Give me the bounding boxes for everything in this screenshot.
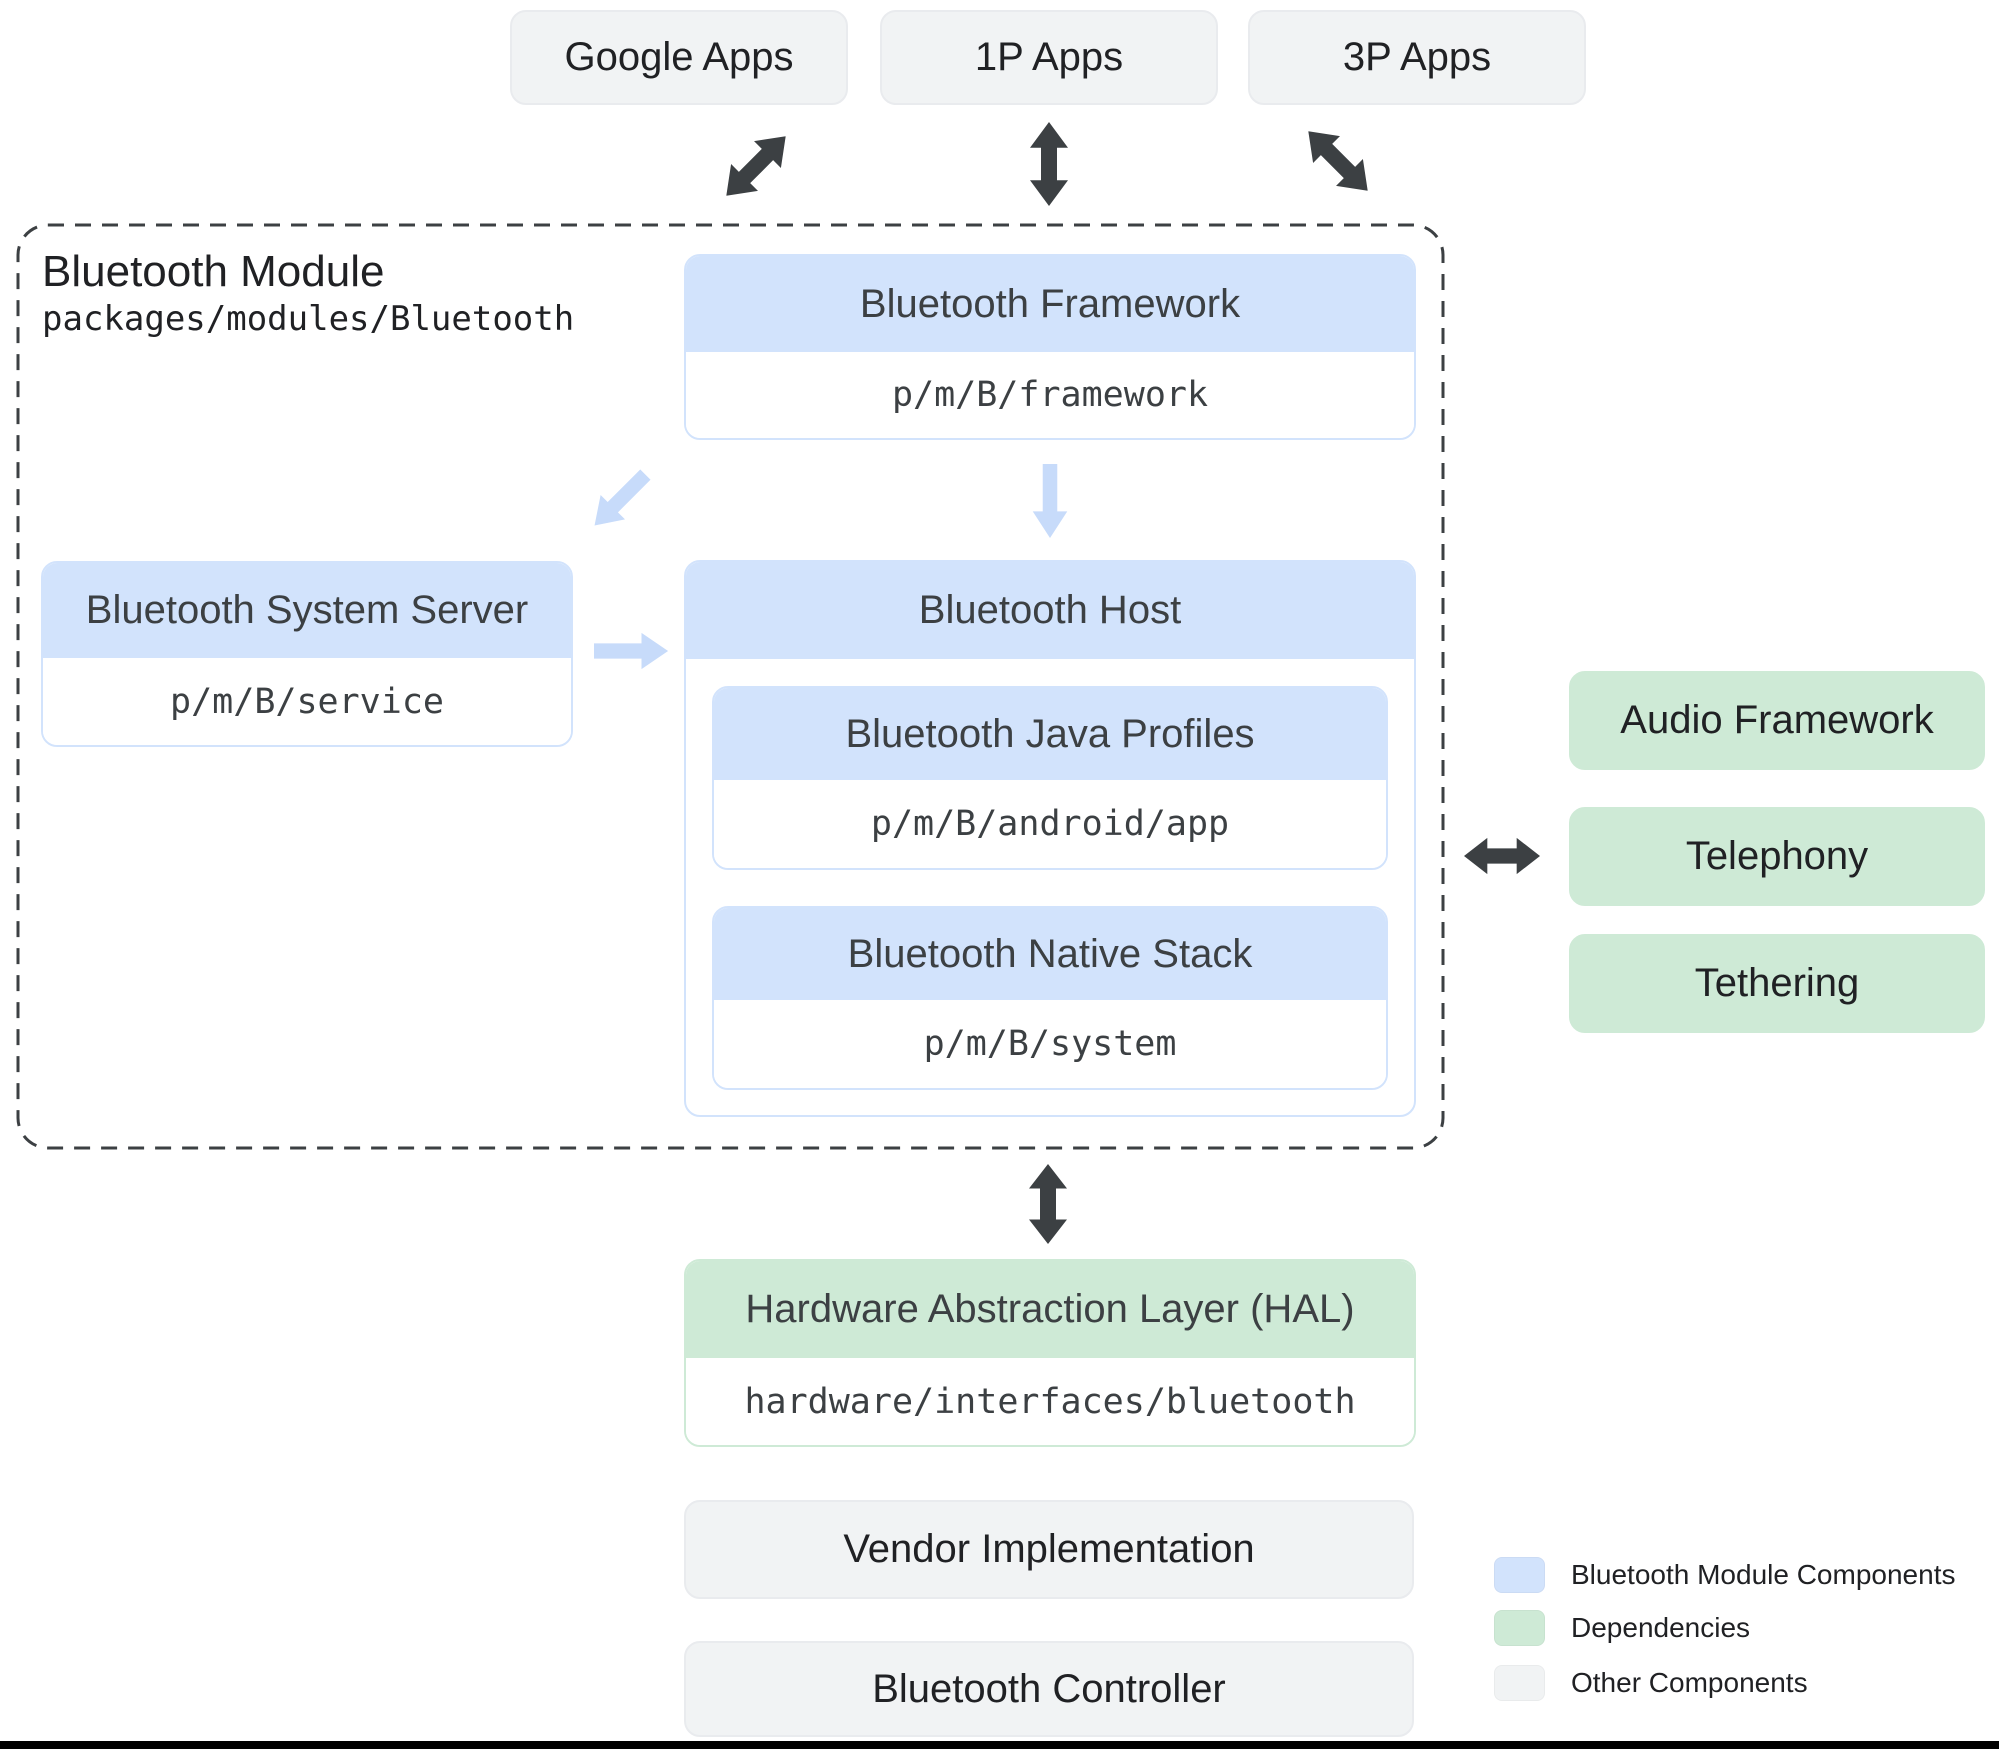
telephony-label: Telephony — [1685, 834, 1869, 878]
3p-apps-label: 3P Apps — [1342, 35, 1492, 79]
1p-apps-label: 1P Apps — [974, 35, 1124, 79]
telephony-box: Telephony — [1569, 807, 1985, 906]
system-server-to-host-arrow-icon — [594, 630, 670, 672]
legend-row-other-components: Other Components — [1494, 1665, 1808, 1701]
legend-label-other-components: Other Components — [1571, 1667, 1808, 1698]
bluetooth-system-server-title: Bluetooth System Server — [43, 563, 571, 658]
bluetooth-java-profiles-title: Bluetooth Java Profiles — [714, 688, 1386, 780]
module-dependencies-double-arrow-icon — [1464, 835, 1540, 877]
hal-path: hardware/interfaces/bluetooth — [686, 1358, 1414, 1445]
bluetooth-host-title: Bluetooth Host — [686, 562, 1414, 659]
framework-to-system-server-arrow-icon — [580, 460, 659, 539]
bluetooth-system-server-path: p/m/B/service — [43, 658, 571, 745]
bluetooth-framework-title: Bluetooth Framework — [686, 256, 1414, 352]
hal-title: Hardware Abstraction Layer (HAL) — [686, 1261, 1414, 1358]
bluetooth-controller-box: Bluetooth Controller — [684, 1641, 1414, 1737]
google-apps-box: Google Apps — [510, 10, 848, 105]
bottom-screen-edge — [0, 1741, 1999, 1749]
bluetooth-framework-box: Bluetooth Framework p/m/B/framework — [684, 254, 1416, 440]
tethering-label: Tethering — [1694, 961, 1860, 1005]
legend-label-dependencies: Dependencies — [1571, 1612, 1751, 1643]
module-path: packages/modules/Bluetooth — [42, 299, 575, 339]
bluetooth-framework-path: p/m/B/framework — [686, 352, 1414, 438]
bluetooth-system-server-box: Bluetooth System Server p/m/B/service — [41, 561, 573, 747]
vendor-implementation-label: Vendor Implementation — [843, 1527, 1255, 1571]
bluetooth-host-box: Bluetooth Host Bluetooth Java Profiles p… — [684, 560, 1416, 1117]
hal-box: Hardware Abstraction Layer (HAL) hardwar… — [684, 1259, 1416, 1447]
legend-swatch-other-components — [1494, 1665, 1545, 1701]
legend-label-module-components: Bluetooth Module Components — [1571, 1559, 1956, 1590]
module-hal-double-arrow-icon — [1026, 1164, 1070, 1244]
3p-apps-box: 3P Apps — [1248, 10, 1586, 105]
bluetooth-controller-label: Bluetooth Controller — [872, 1666, 1226, 1711]
legend-swatch-dependencies — [1494, 1610, 1545, 1646]
legend-row-dependencies: Dependencies — [1494, 1610, 1751, 1646]
google-apps-module-double-arrow-icon — [711, 121, 802, 212]
1p-apps-module-double-arrow-icon — [1027, 122, 1071, 206]
bluetooth-native-stack-path: p/m/B/system — [714, 1000, 1386, 1088]
1p-apps-box: 1P Apps — [880, 10, 1218, 105]
module-title: Bluetooth Module — [42, 247, 385, 296]
bluetooth-java-profiles-path: p/m/B/android/app — [714, 780, 1386, 868]
audio-framework-label: Audio Framework — [1620, 698, 1934, 742]
vendor-implementation-box: Vendor Implementation — [684, 1500, 1414, 1599]
bluetooth-java-profiles-box: Bluetooth Java Profiles p/m/B/android/ap… — [712, 686, 1388, 870]
audio-framework-box: Audio Framework — [1569, 671, 1985, 770]
3p-apps-module-double-arrow-icon — [1293, 116, 1384, 207]
tethering-box: Tethering — [1569, 934, 1985, 1033]
bluetooth-module-dashed-boundary — [16, 223, 1445, 1150]
bluetooth-native-stack-box: Bluetooth Native Stack p/m/B/system — [712, 906, 1388, 1090]
framework-to-host-arrow-icon — [1030, 464, 1070, 538]
legend-row-module-components: Bluetooth Module Components — [1494, 1557, 1956, 1593]
legend-swatch-module-components — [1494, 1557, 1545, 1593]
google-apps-label: Google Apps — [564, 35, 794, 79]
bluetooth-native-stack-title: Bluetooth Native Stack — [714, 908, 1386, 1000]
